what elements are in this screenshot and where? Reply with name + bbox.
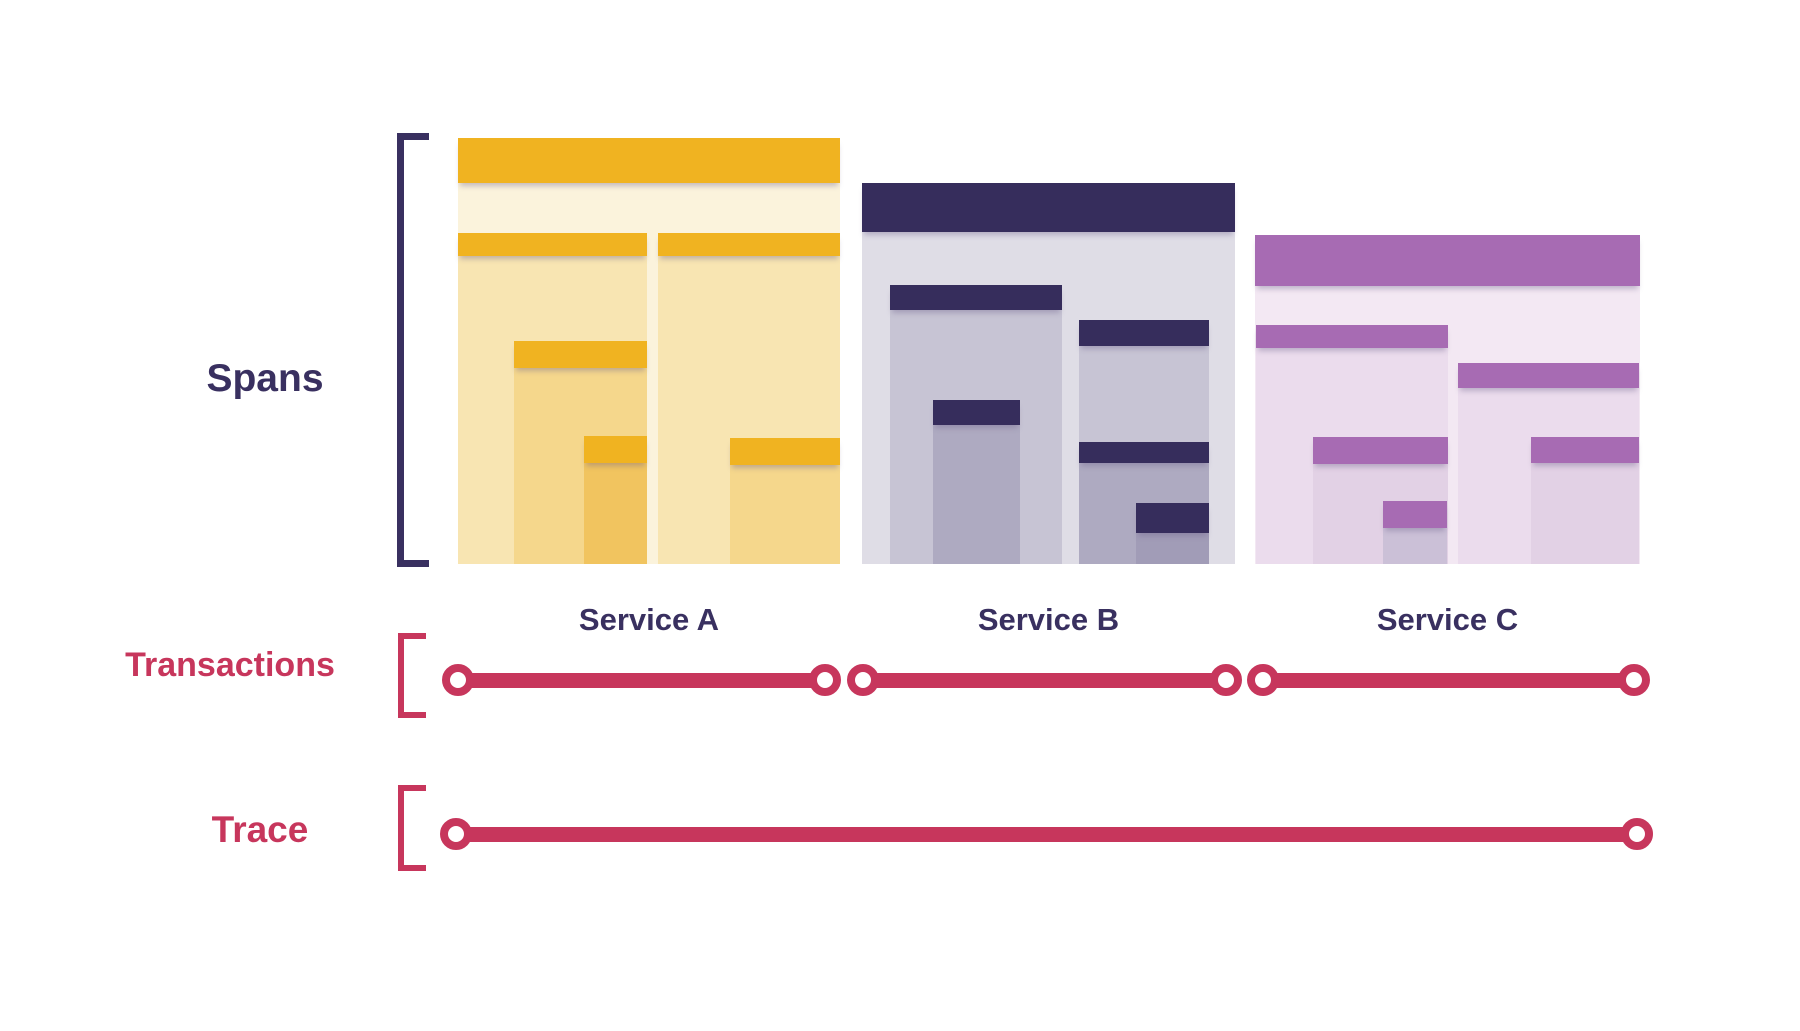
trace-line <box>456 826 1637 842</box>
service-a-span-5-bar <box>730 438 840 465</box>
service-a-span-1-bar <box>458 233 647 256</box>
service-c-span-3-bar <box>1313 437 1448 464</box>
transaction-1-start-circle <box>442 664 474 696</box>
service-a-span-4-bar <box>584 436 647 463</box>
service-a-span-5-body <box>730 465 840 564</box>
transaction-2-end-circle <box>1210 664 1242 696</box>
transaction-2-line <box>863 672 1226 688</box>
service-c-span-2-bar <box>1458 363 1639 388</box>
transaction-2-start-circle <box>847 664 879 696</box>
service-b-span-5-bar <box>1136 503 1209 533</box>
service-b-span-3-bar <box>933 400 1020 425</box>
transactions-bracket <box>398 633 426 718</box>
transactions-row-label: Transactions <box>125 646 335 684</box>
service-b-span-4-bar <box>1079 442 1209 463</box>
trace-end-circle <box>1621 818 1653 850</box>
service-b-span-5-body <box>1136 533 1209 564</box>
service-b-label: Service B <box>977 602 1120 637</box>
spans-bracket <box>397 133 429 567</box>
service-a-span-4-body <box>584 463 647 564</box>
service-c-span-4-bar <box>1531 437 1639 463</box>
service-c-span-5-body <box>1383 528 1447 564</box>
transaction-1-line <box>458 672 825 688</box>
service-a-span-3-bar <box>514 341 647 368</box>
spans-row-label: Spans <box>206 357 324 400</box>
trace-row-label: Trace <box>211 809 309 850</box>
service-c-label: Service C <box>1376 602 1519 637</box>
service-b-span-1-bar <box>890 285 1062 310</box>
transaction-3-end-circle <box>1618 664 1650 696</box>
service-a-label: Service A <box>578 602 720 637</box>
service-c-span-1-bar <box>1256 325 1448 348</box>
transaction-3-start-circle <box>1247 664 1279 696</box>
service-b-span-3-body <box>933 425 1020 564</box>
service-b-span-0-bar <box>862 183 1235 232</box>
service-c-span-0-bar <box>1255 235 1640 286</box>
service-a-span-2-bar <box>658 233 840 256</box>
transaction-1-end-circle <box>809 664 841 696</box>
service-a-span-0-bar <box>458 138 840 183</box>
trace-bracket <box>398 785 426 871</box>
trace-start-circle <box>440 818 472 850</box>
service-c-span-5-bar <box>1383 501 1447 528</box>
transaction-3-line <box>1263 672 1634 688</box>
service-c-span-4-body <box>1531 463 1639 564</box>
service-b-span-2-bar <box>1079 320 1209 346</box>
